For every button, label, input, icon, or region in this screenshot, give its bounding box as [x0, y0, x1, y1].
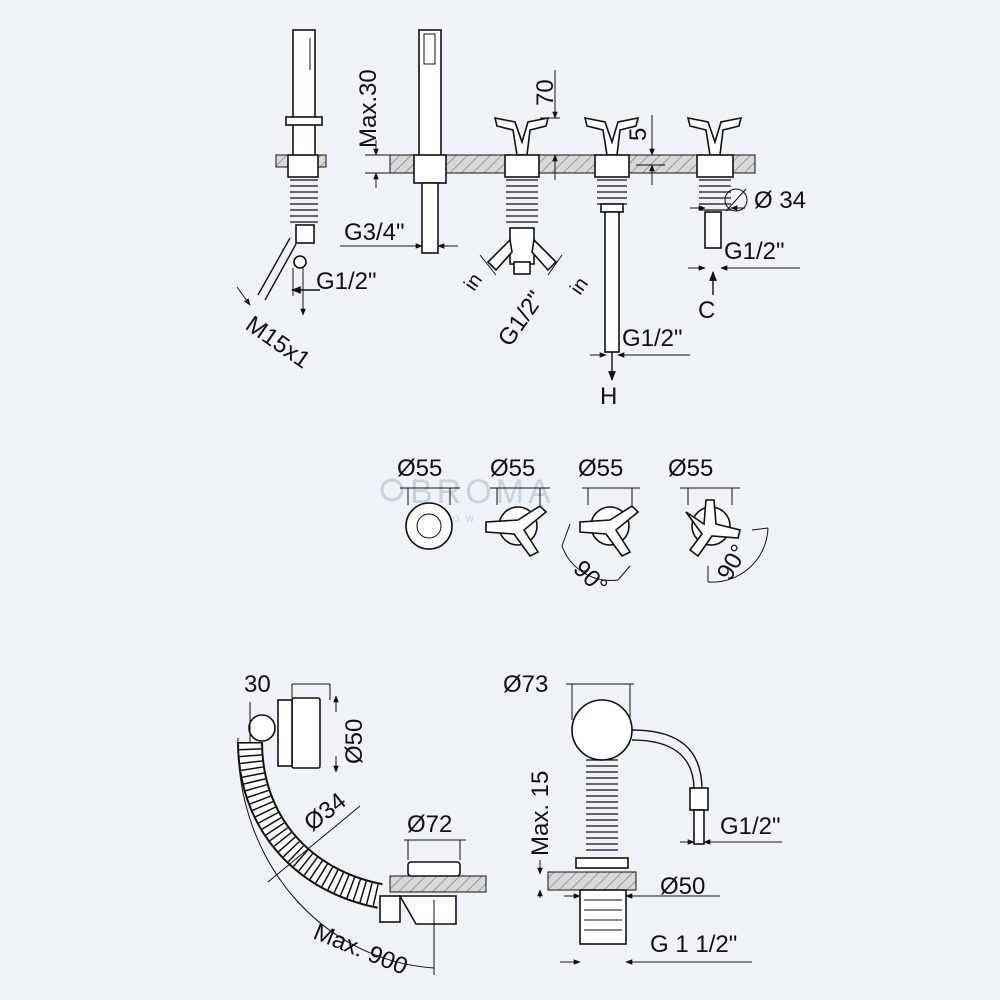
- label-g12-spout: G1/2": [720, 813, 781, 840]
- label-d50-spout: Ø50: [660, 873, 705, 900]
- label-g12-h: G1/2": [622, 325, 683, 352]
- label-dia34: Ø 34: [754, 187, 806, 214]
- label-d50-waste: Ø50: [341, 719, 368, 764]
- label-5: 5: [625, 128, 652, 141]
- label-in-right: in: [566, 273, 593, 298]
- label-90-1: 90°: [568, 555, 613, 600]
- cross-valve-cold: [686, 116, 743, 249]
- label-g34: G3/4": [344, 219, 405, 246]
- label-90-2: 90°: [712, 540, 754, 585]
- label-g12-hand: G1/2": [316, 268, 377, 295]
- label-c: C: [698, 297, 715, 324]
- label-d34-waste: Ø34: [299, 788, 351, 837]
- cross-valve-diverter: [486, 116, 558, 275]
- bath-waste-drawing: 30 Ø50 Ø34 Ø72 Max. 900: [237, 671, 487, 981]
- label-max15: Max. 15: [527, 771, 554, 856]
- label-d72: Ø72: [407, 811, 452, 838]
- label-m15: M15x1: [241, 311, 316, 374]
- label-in-left: in: [460, 269, 487, 294]
- label-d73: Ø73: [503, 671, 548, 698]
- label-max30: Max.30: [355, 69, 382, 148]
- bath-spout-drawing: Ø73 Max. 15 G1/2" Ø50 G 1 1/2": [503, 671, 782, 965]
- label-d55-3: Ø55: [578, 455, 623, 482]
- label-d30: 30: [244, 671, 271, 698]
- label-g12-c: G1/2": [724, 238, 785, 265]
- cross-valve-hot: [583, 116, 640, 353]
- label-max900: Max. 900: [310, 919, 412, 981]
- watermark-tagline: FLOW: [430, 514, 480, 524]
- cross-handle-top-1: [485, 504, 548, 558]
- cross-handle-top-2: [561, 504, 640, 581]
- label-d55-2: Ø55: [490, 455, 535, 482]
- hand-shower-left: [236, 29, 323, 316]
- label-g112: G 1 1/2": [650, 931, 737, 958]
- label-d55-1: Ø55: [397, 455, 442, 482]
- cross-handle-top-3: [685, 499, 769, 583]
- label-70: 70: [532, 79, 559, 106]
- hand-shower-holder: [413, 29, 447, 254]
- corrugated-hose: [237, 741, 383, 909]
- label-g12-div: G1/2": [493, 286, 550, 351]
- round-handle-top: [405, 502, 453, 550]
- label-d55-4: Ø55: [668, 455, 713, 482]
- top-elevation-view: G1/2" M15x1 Max.30 G3/4": [236, 29, 806, 410]
- label-h: H: [600, 383, 617, 410]
- deck-slab: [389, 154, 756, 174]
